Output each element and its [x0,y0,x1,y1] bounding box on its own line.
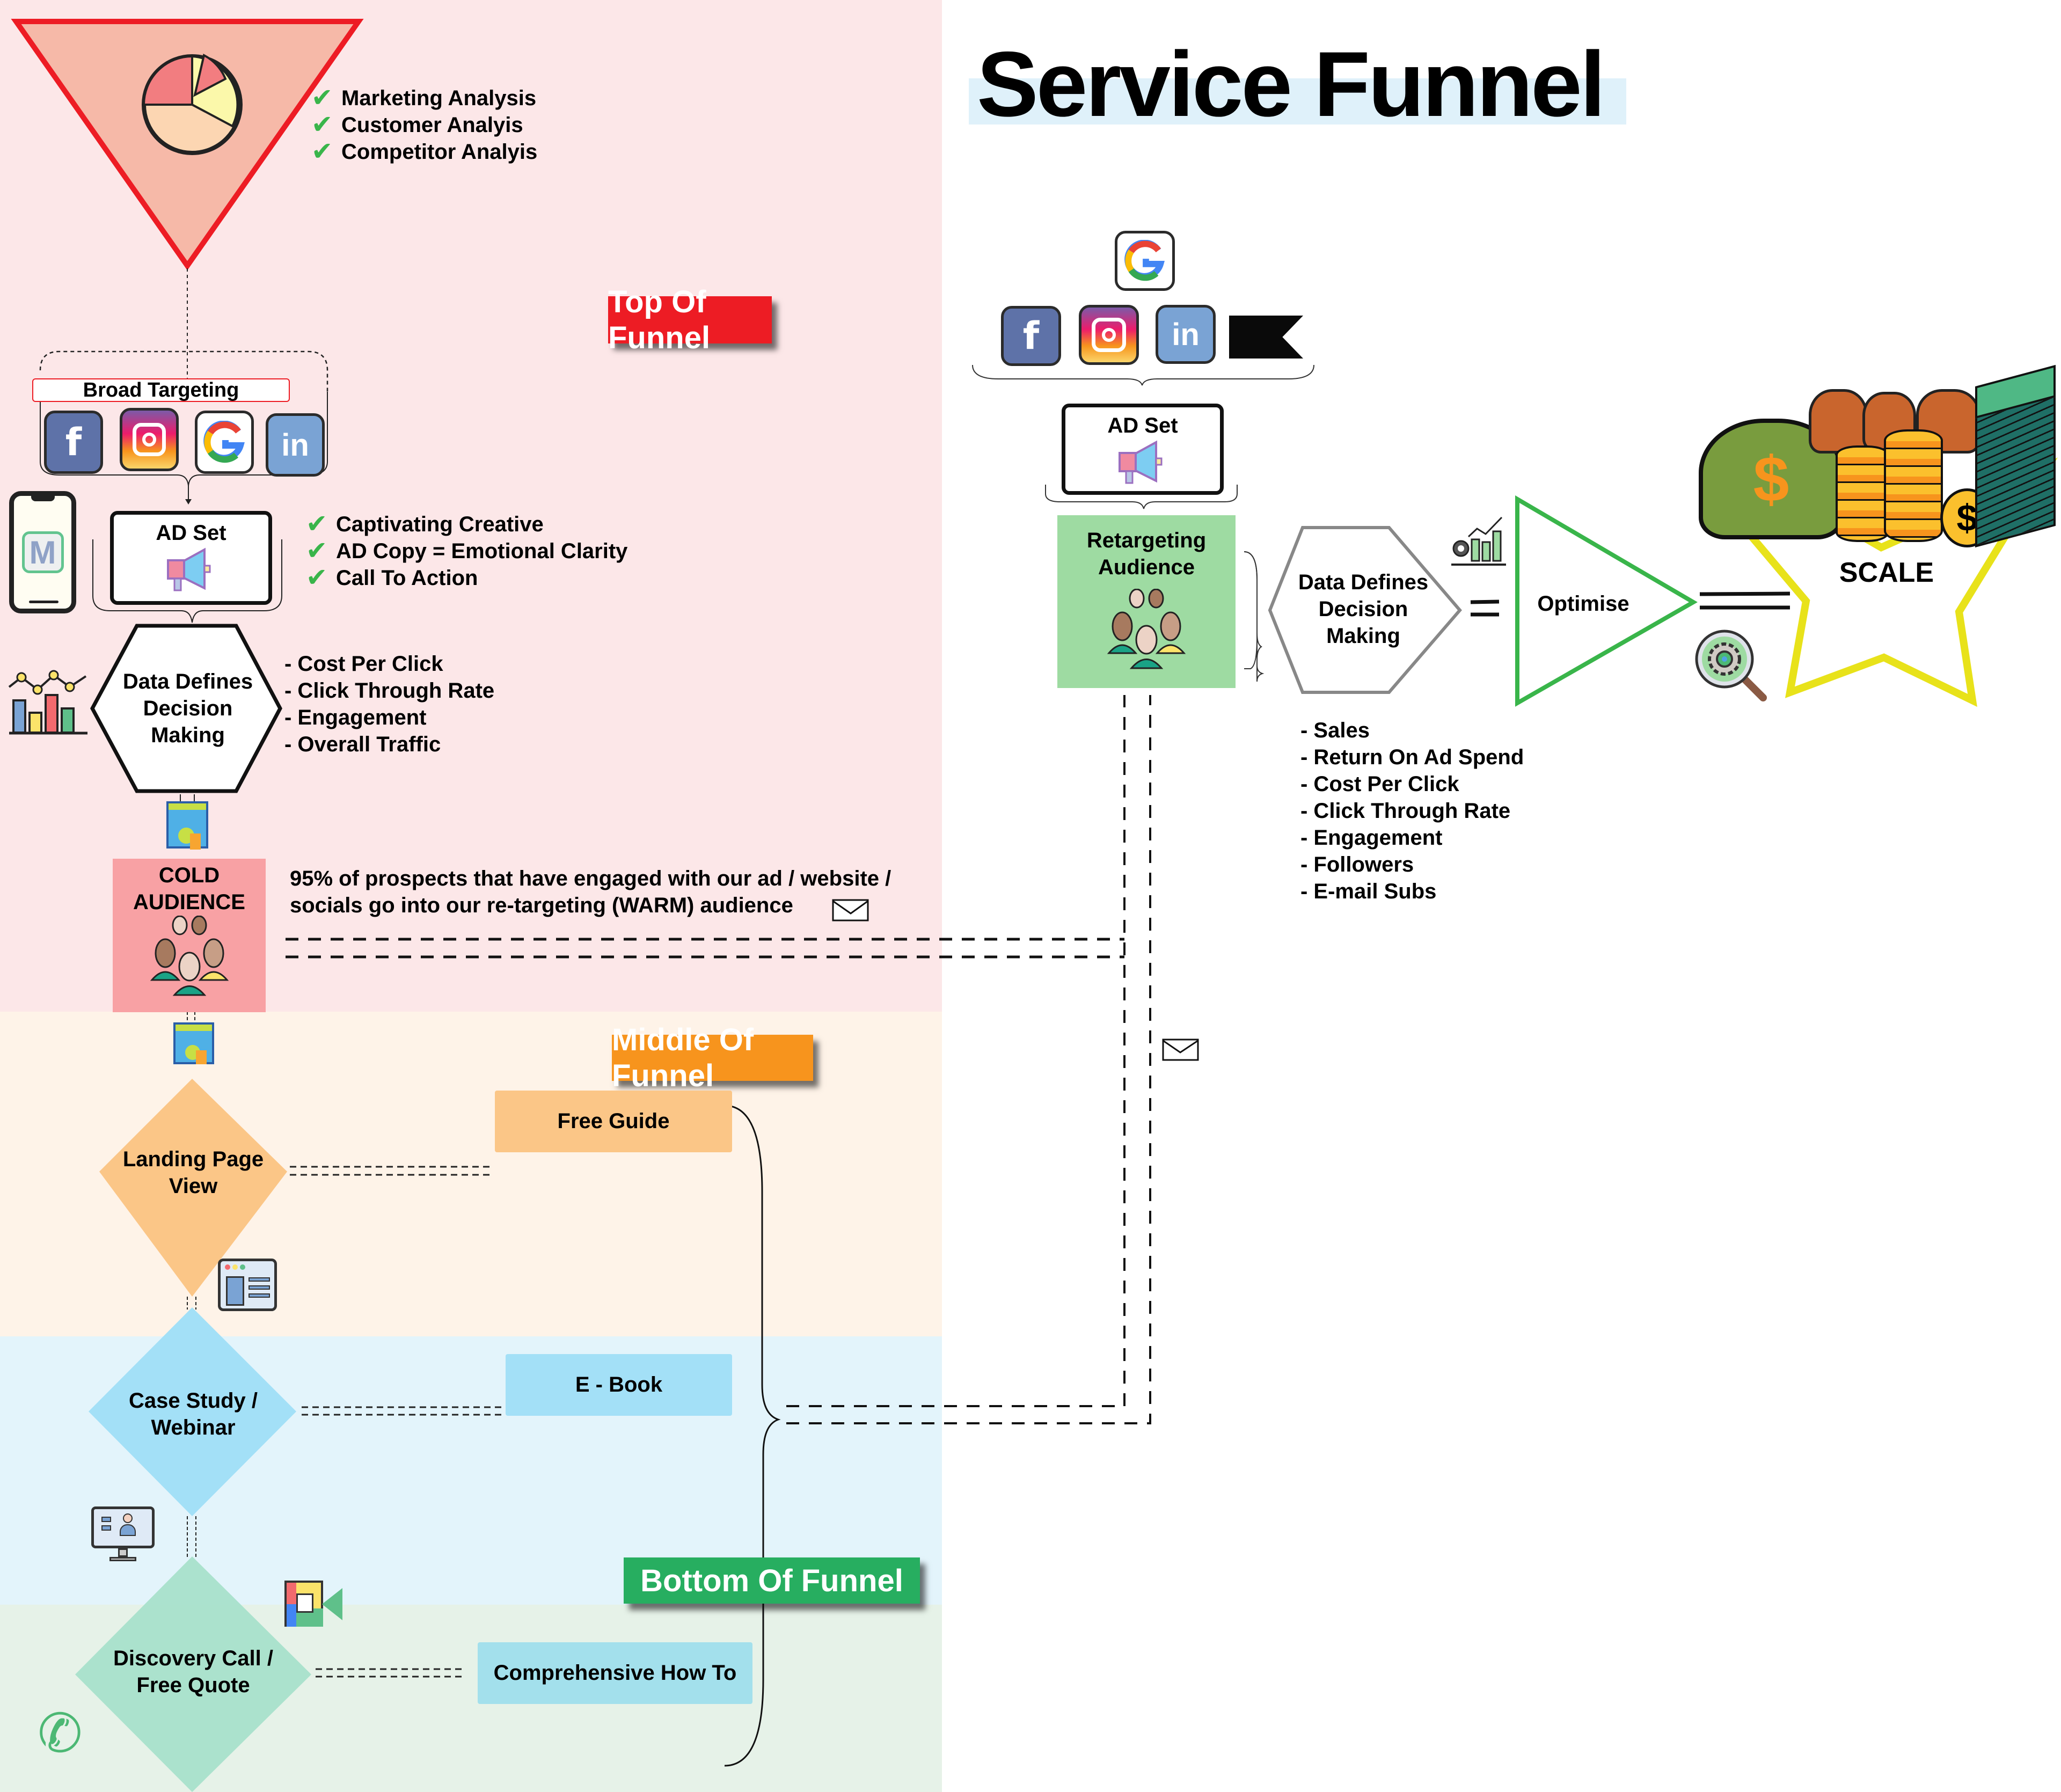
metric-item: - Click Through Rate [284,679,495,703]
facebook-icon: f [44,411,103,474]
retargeting-decision-label: Data Defines Decision Making [1298,570,1429,648]
free-guide-offer: Free Guide [495,1091,732,1152]
metric-item: - Overall Traffic [284,733,441,756]
landing-page-label: Landing Page View [122,1147,264,1198]
webinar-computer-icon [91,1506,155,1566]
retargeting-platforms-brace [972,364,1314,386]
coin-stack-icon [1836,445,1889,542]
stage-label-middle: Middle Of Funnel [612,1022,813,1093]
metric-item: - E-mail Subs [1300,880,1437,903]
megaphone-icon [1119,440,1163,484]
stage-label-bottom: Bottom Of Funnel [624,1557,920,1604]
analysis-item: ✔Competitor Analyis [311,137,538,166]
web-click-icon [166,801,208,850]
analytics-chart-icon [8,670,87,735]
google-icon [195,411,254,474]
scale-label: SCALE [1839,557,1934,588]
ad-set-box: AD Set [110,511,272,605]
metric-item: - Sales [1300,719,1370,742]
check-icon: ✔ [311,137,333,166]
linkedin-icon: in [266,413,325,477]
optimise-label: Optimise [1537,592,1629,616]
retargeting-ad-set-label: AD Set [1107,414,1178,437]
metric-item: - Cost Per Click [1300,772,1459,796]
analysis-item: ✔Customer Analyis [311,111,523,139]
phone-call-icon: ✆ [38,1703,83,1764]
money-pile-illustration: $ $ [1696,364,2061,553]
megaphone-icon [167,547,211,591]
case-study-label: Case Study / Webinar [128,1389,258,1439]
retargeting-audience-label: Retargeting Audience [1086,529,1207,579]
metric-item: - Followers [1300,853,1414,876]
growth-analytics-icon [1451,516,1506,566]
check-icon: ✔ [311,111,333,139]
analysis-item: ✔Marketing Analysis [311,84,537,112]
check-icon: ✔ [311,84,333,112]
search-gear-icon [1695,630,1767,701]
metric-item: - Click Through Rate [1300,799,1511,823]
retargeting-audience-box: Retargeting Audience [1057,515,1236,688]
metric-item: - Engagement [284,706,427,729]
ad-set-item: ✔Captivating Creative [306,510,544,538]
retargeting-ad-set-box: AD Set [1062,404,1224,495]
e-book-offer: E - Book [506,1354,732,1416]
title-highlight [969,78,1626,125]
web-click-icon [173,1022,214,1064]
envelope-icon-2 [1162,1038,1199,1061]
comprehensive-how-to-offer: Comprehensive How To [478,1642,752,1704]
video-meeting-icon [284,1581,344,1627]
decision-label: Data Defines Decision Making [122,670,253,747]
warm-audience-note: 95% of prospects that have engaged with … [290,867,891,917]
mobile-phone-icon: M [9,491,76,613]
flag-icon [1229,316,1303,359]
instagram-icon [1079,305,1139,365]
cold-audience-box: COLD AUDIENCE [113,859,266,1012]
metric-item: - Return On Ad Spend [1300,745,1524,769]
ad-set-label: AD Set [156,521,226,545]
google-icon [1115,231,1175,291]
check-icon: ✔ [306,564,328,592]
metric-item: - Cost Per Click [284,652,443,676]
ad-set-item: ✔AD Copy = Emotional Clarity [306,537,628,565]
top-funnel-metrics: - Cost Per Click - Click Through Rate - … [284,650,494,758]
retargeting-side-bracket [1244,551,1265,682]
pie-chart-icon [142,54,243,155]
sack-icon [1809,389,1868,454]
discovery-call-label: Discovery Call / Free Quote [113,1647,273,1697]
ad-set-item: ✔Call To Action [306,564,478,592]
audience-group-icon [150,916,229,996]
analysis-checklist: ✔Marketing Analysis ✔Customer Analyis ✔C… [311,85,537,165]
stage-label-top: Top Of Funnel [608,284,772,355]
broad-targeting-label: Broad Targeting [32,378,290,402]
linkedin-icon: in [1156,305,1216,364]
retargeting-metrics: - Sales - Return On Ad Spend - Cost Per … [1300,717,1524,905]
browser-window-icon [218,1259,277,1311]
page-title: Service Funnel [977,33,1606,136]
check-icon: ✔ [306,537,328,565]
check-icon: ✔ [306,510,328,538]
instagram-icon [120,408,179,471]
facebook-icon: f [1001,306,1061,366]
cold-audience-label: COLD AUDIENCE [133,864,245,914]
metric-item: - Engagement [1300,826,1443,850]
coin-stack-icon [1884,429,1943,542]
audience-group-icon [1107,589,1186,669]
app-logo-icon: M [21,531,64,573]
ad-set-checklist: ✔Captivating Creative ✔AD Copy = Emotion… [306,511,627,591]
